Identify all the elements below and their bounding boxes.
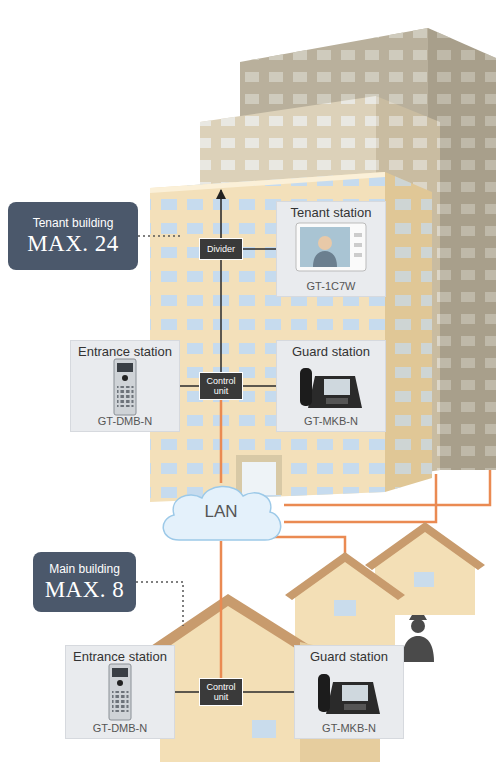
guard-person bbox=[402, 615, 434, 662]
wire-connector bbox=[220, 260, 222, 372]
unit-label: Control unit bbox=[200, 682, 242, 702]
unit-label: Control unit bbox=[200, 376, 242, 396]
person-cap bbox=[409, 615, 427, 620]
station-name: Guard station bbox=[310, 649, 388, 665]
lan-wire bbox=[268, 537, 345, 556]
house-roof bbox=[285, 552, 405, 600]
tenant-device bbox=[296, 223, 366, 271]
max-count: MAX. 24 bbox=[27, 231, 119, 257]
station-name: Tenant station bbox=[291, 205, 372, 221]
door-glass bbox=[242, 462, 276, 495]
lan-wires bbox=[268, 470, 490, 556]
entrance-device bbox=[114, 359, 136, 415]
wire-connector bbox=[180, 385, 199, 387]
lan-cable bbox=[220, 541, 223, 678]
building-side bbox=[385, 172, 432, 492]
station-box: Tenant stationGT-1C7W bbox=[276, 201, 386, 297]
building-label: Tenant building bbox=[33, 216, 114, 231]
front-building bbox=[150, 172, 432, 502]
person-body bbox=[402, 636, 434, 662]
guard-device bbox=[300, 368, 362, 408]
model-number: GT-DMB-N bbox=[93, 722, 147, 735]
building-windows bbox=[150, 172, 385, 502]
station-name: Entrance station bbox=[73, 649, 167, 665]
lan-cable bbox=[220, 400, 223, 483]
unit-box: Control unit bbox=[199, 678, 243, 706]
house bbox=[285, 552, 405, 652]
wire-connector bbox=[243, 385, 276, 387]
station-box: Guard stationGT-MKB-N bbox=[276, 340, 386, 432]
lan-wire bbox=[284, 474, 436, 522]
person-head bbox=[411, 619, 425, 633]
model-number: GT-1C7W bbox=[307, 280, 356, 293]
station-box: Entrance stationGT-DMB-N bbox=[70, 340, 180, 432]
network-cloud: LAN bbox=[157, 483, 285, 541]
guard-device bbox=[318, 674, 380, 714]
network-label: LAN bbox=[204, 502, 237, 522]
back-building bbox=[240, 28, 496, 470]
house-roof bbox=[365, 522, 485, 570]
lan-wire bbox=[284, 470, 490, 505]
model-number: GT-MKB-N bbox=[304, 415, 358, 428]
riser-line bbox=[220, 190, 222, 238]
entrance-device bbox=[109, 664, 131, 720]
leader-line bbox=[138, 235, 180, 237]
model-number: GT-DMB-N bbox=[98, 415, 152, 428]
roof-edge bbox=[150, 172, 385, 193]
house-window bbox=[414, 572, 434, 587]
station-box: Entrance stationGT-DMB-N bbox=[65, 645, 175, 739]
house-wall bbox=[295, 560, 395, 652]
wire-connector bbox=[175, 691, 199, 693]
wire-connector bbox=[243, 248, 276, 250]
house-window bbox=[252, 720, 276, 738]
unit-label: Divider bbox=[207, 244, 235, 254]
building-face bbox=[150, 172, 385, 502]
building-windows bbox=[385, 172, 432, 492]
wire-connector bbox=[243, 691, 294, 693]
unit-box: Divider bbox=[199, 238, 243, 260]
count-callout: Tenant buildingMAX. 24 bbox=[8, 202, 138, 270]
unit-box: Control unit bbox=[199, 372, 243, 400]
house-window bbox=[334, 600, 356, 616]
station-box: Guard stationGT-MKB-N bbox=[294, 645, 404, 739]
station-name: Guard station bbox=[292, 344, 370, 360]
max-count: MAX. 8 bbox=[45, 577, 125, 603]
leader-line bbox=[136, 582, 183, 626]
cloud-outline bbox=[163, 486, 280, 540]
entrance-door bbox=[236, 455, 282, 495]
building-label: Main building bbox=[49, 562, 120, 577]
station-name: Entrance station bbox=[78, 344, 172, 360]
model-number: GT-MKB-N bbox=[322, 722, 376, 735]
count-callout: Main buildingMAX. 8 bbox=[33, 552, 136, 612]
